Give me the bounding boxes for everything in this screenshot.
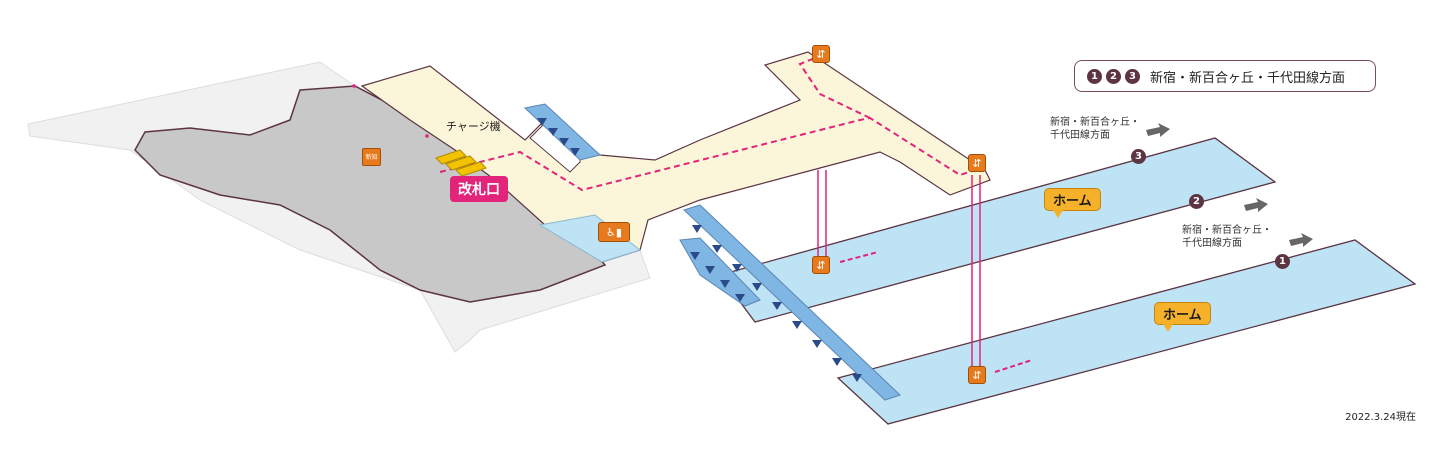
destination-upper-line2: 千代田線方面 <box>1050 130 1110 141</box>
as-of-date: 2022.3.24現在 <box>1345 412 1416 423</box>
legend-number: 2 <box>1106 68 1121 84</box>
legend-number: 1 <box>1087 68 1102 84</box>
charge-machine-label: チャージ機 <box>446 120 501 133</box>
stairs-icon: ⇵ <box>968 366 986 384</box>
destination-upper-line1: 新宿・新百合ヶ丘・ <box>1050 117 1140 128</box>
stairs-side <box>679 237 761 307</box>
marker-dot <box>352 84 356 88</box>
stair-steps-upper <box>537 118 580 156</box>
platform-number-1: 1 <box>1275 254 1290 269</box>
direction-arrow-icon <box>1146 123 1313 247</box>
legend-text: 新宿・新百合ヶ丘・千代田線方面 <box>1150 70 1346 86</box>
stair-steps-lower <box>692 225 862 382</box>
legend: 1 2 3 新宿・新百合ヶ丘・千代田線方面 <box>1074 60 1376 92</box>
accessible-route <box>439 116 976 192</box>
elevator-shaft-right <box>971 175 981 368</box>
platform-upper <box>718 137 1277 323</box>
route-arrow-upper <box>839 251 879 263</box>
stairs-icon: ⇵ <box>812 256 830 274</box>
marker-dot <box>425 134 429 138</box>
platform-label-upper: ホーム <box>1044 188 1101 218</box>
platform-number-2: 2 <box>1189 194 1204 209</box>
platform-edge-left <box>538 214 642 263</box>
shop-icon: 新知 <box>362 148 381 166</box>
destination-lower-line1: 新宿・新百合ヶ丘・ <box>1182 225 1272 236</box>
legend-number: 3 <box>1125 68 1140 84</box>
route-arrow-lower <box>994 359 1033 373</box>
ticket-gate-label: 改札口 <box>450 176 508 202</box>
wheelchair-restroom-icon: ♿▮ <box>598 222 630 242</box>
stairs-icon: ⇵ <box>812 45 830 63</box>
accessible-route-upper <box>798 57 871 119</box>
platform-number-3: 3 <box>1131 149 1146 164</box>
elevator-shaft-left <box>817 170 827 258</box>
stair-steps-side <box>690 252 745 302</box>
platform-label-lower: ホーム <box>1154 302 1211 332</box>
stairs-icon: ⇵ <box>968 154 986 172</box>
destination-lower-line2: 千代田線方面 <box>1182 238 1242 249</box>
ticket-gate-machines <box>435 149 487 177</box>
destination-upper: 新宿・新百合ヶ丘・ 千代田線方面 <box>1050 116 1140 142</box>
destination-lower: 新宿・新百合ヶ丘・ 千代田線方面 <box>1182 224 1272 250</box>
stairs-lower <box>683 204 901 401</box>
